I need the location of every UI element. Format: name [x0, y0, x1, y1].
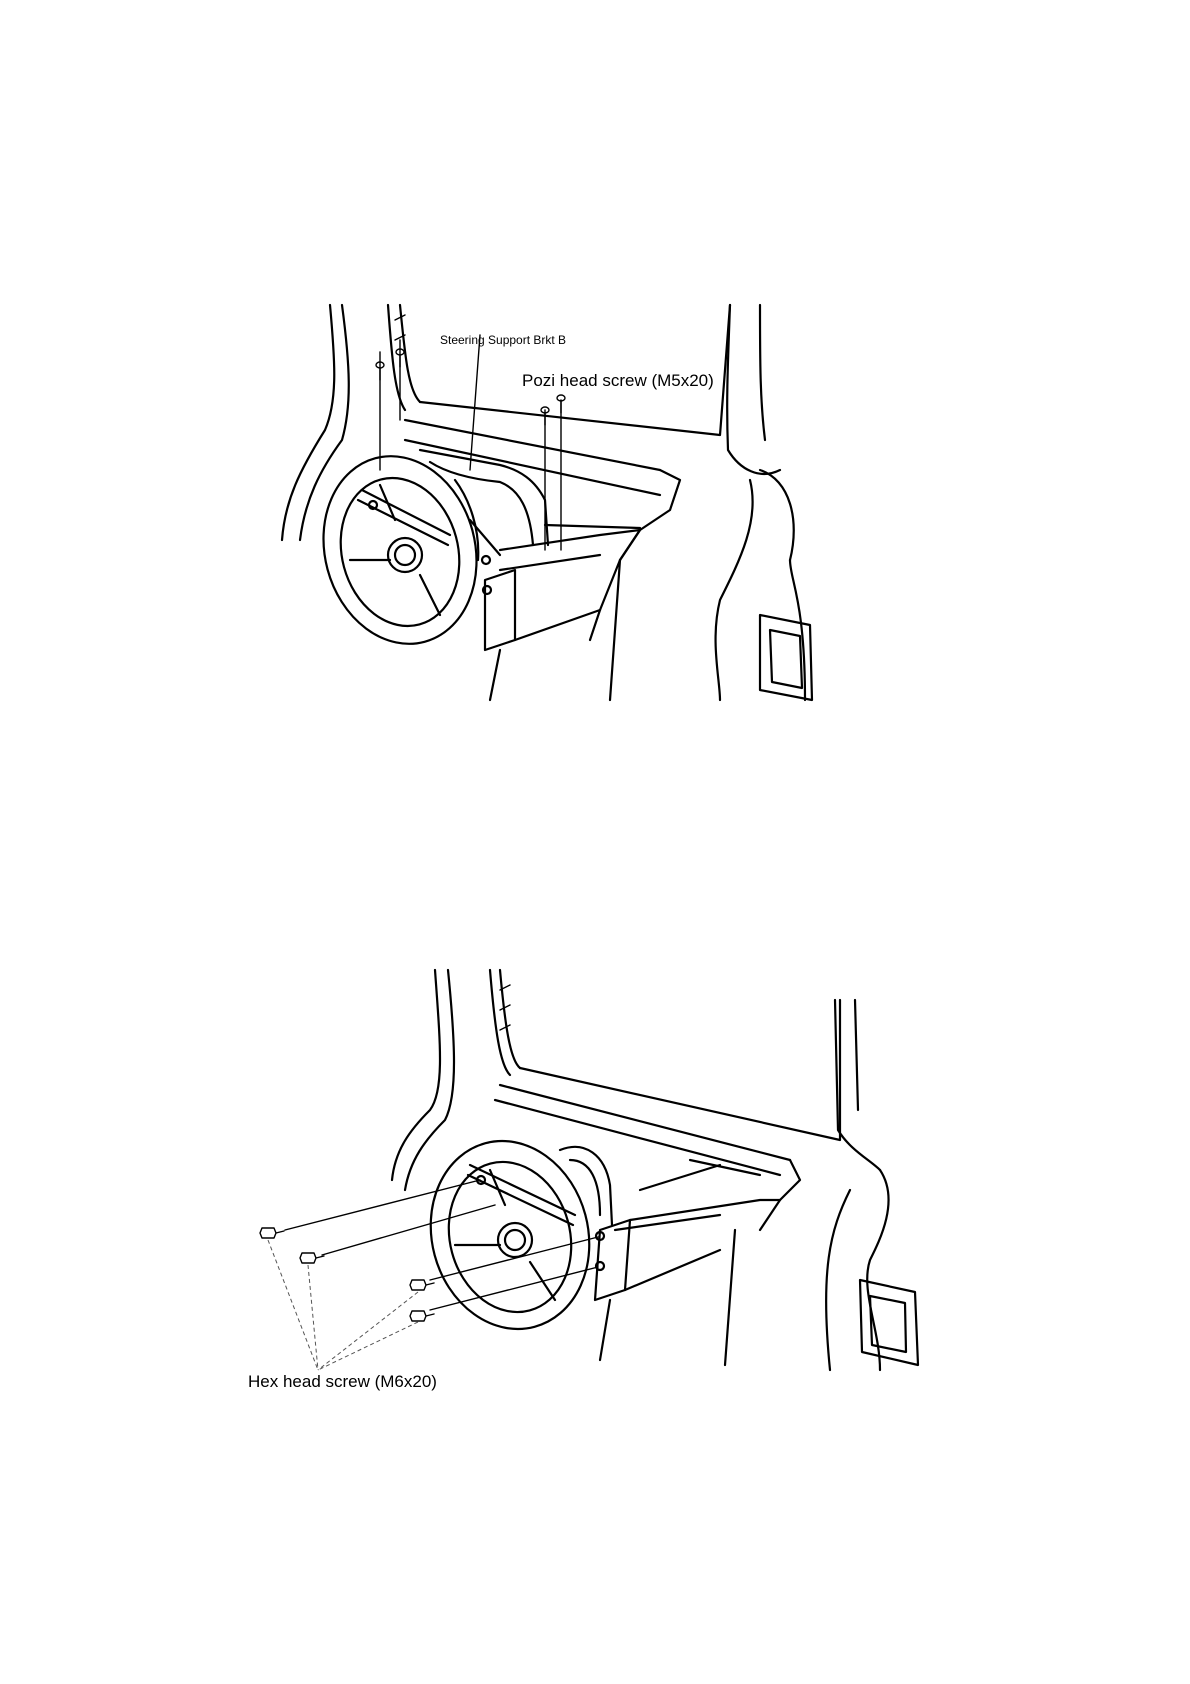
hex-screw-label: Hex head screw (M6x20) — [248, 1372, 437, 1392]
cabinet-outline-icon — [392, 970, 918, 1370]
steering-wheel-icon — [410, 1123, 610, 1347]
leader-lines — [268, 1240, 418, 1370]
